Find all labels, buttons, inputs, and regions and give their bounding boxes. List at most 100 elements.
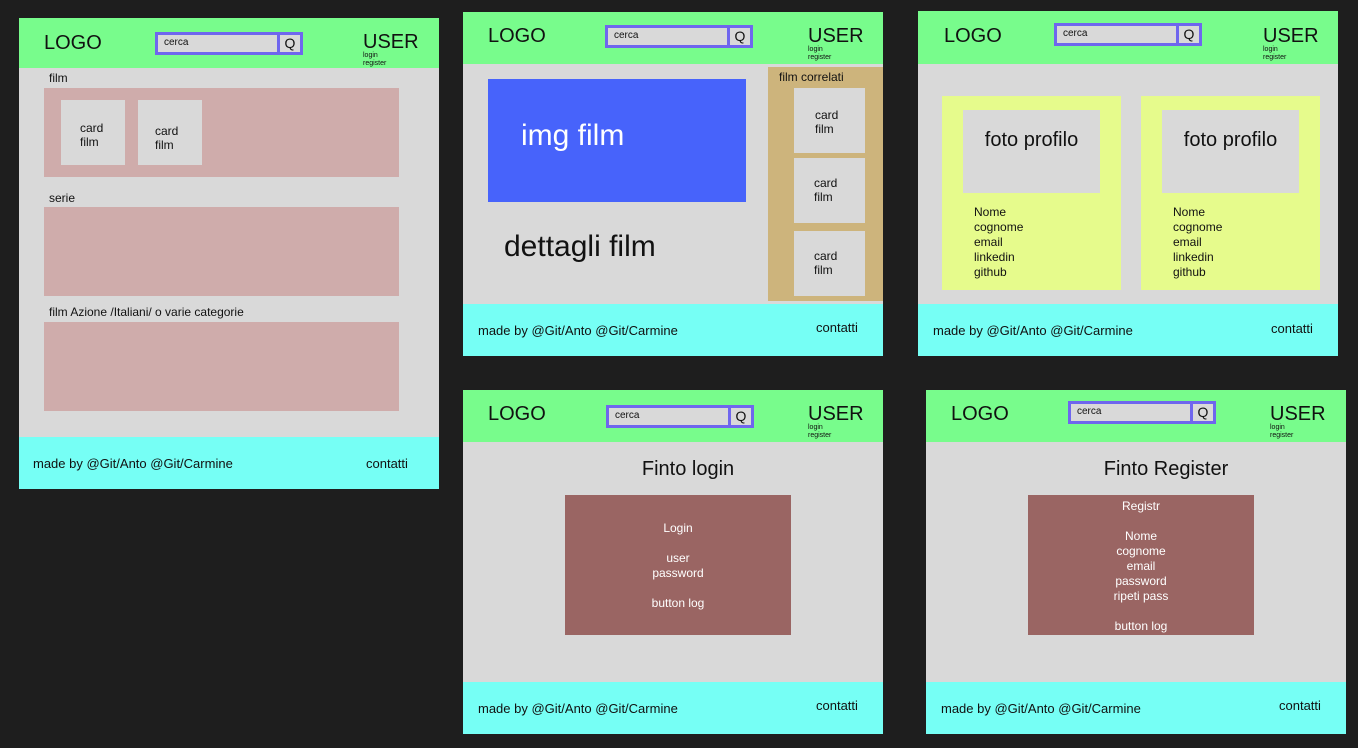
search-input[interactable]: cerca	[609, 408, 731, 425]
search-bar: cerca Q	[606, 405, 754, 428]
search-input[interactable]: cerca	[1057, 26, 1179, 43]
user-label: USER	[363, 31, 419, 53]
categories-row	[44, 322, 399, 411]
search-button[interactable]: Q	[284, 35, 296, 51]
register-link[interactable]: register	[808, 54, 832, 61]
footer: made by @Git/Anto @Git/Carmine contatti	[918, 304, 1338, 356]
search-bar: cerca Q	[605, 25, 753, 48]
logo[interactable]: LOGO	[488, 25, 546, 47]
register-link[interactable]: register	[363, 60, 387, 67]
contacts-link[interactable]: contatti	[816, 698, 858, 713]
register-link[interactable]: register	[1263, 54, 1287, 61]
register-link[interactable]: register	[1270, 432, 1294, 439]
search-button[interactable]: Q	[1197, 404, 1209, 420]
logo[interactable]: LOGO	[488, 403, 546, 425]
related-film-card[interactable]: card film	[794, 88, 865, 153]
profile-photo-label: foto profilo	[984, 129, 1079, 151]
footer: made by @Git/Anto @Git/Carmine contatti	[463, 682, 883, 734]
profile-fields: Nome cognome email linkedin github	[1173, 205, 1222, 280]
header: LOGO cerca Q USER login register	[19, 18, 439, 68]
profile-field: Nome	[1173, 205, 1206, 219]
email-field[interactable]: email	[1126, 559, 1156, 573]
profile-card: foto profilo Nome cognome email linkedin…	[942, 96, 1121, 290]
login-button[interactable]: button log	[651, 596, 705, 610]
film-card[interactable]: card film	[138, 100, 202, 165]
user-field[interactable]: user	[666, 551, 690, 565]
footer-credits: made by @Git/Anto @Git/Carmine	[933, 323, 1133, 338]
user-label: USER	[808, 403, 864, 425]
form-spacer	[565, 581, 791, 596]
header: LOGO cerca Q USER login register	[463, 390, 883, 442]
related-films-title: film correlati	[779, 70, 844, 84]
register-link[interactable]: register	[808, 432, 832, 439]
logo[interactable]: LOGO	[44, 32, 102, 54]
profile-photo-label: foto profilo	[1183, 129, 1278, 151]
profile-field: Nome	[974, 205, 1007, 219]
search-input[interactable]: cerca	[1071, 404, 1193, 421]
footer-credits: made by @Git/Anto @Git/Carmine	[478, 323, 678, 338]
login-link[interactable]: login	[1263, 46, 1278, 53]
contacts-link[interactable]: contatti	[1271, 321, 1313, 336]
profile-field: cognome	[1173, 220, 1223, 234]
user-label: USER	[1270, 403, 1326, 425]
footer-credits: made by @Git/Anto @Git/Carmine	[33, 456, 233, 471]
login-link[interactable]: login	[363, 52, 378, 59]
team-frame: LOGO cerca Q USER login register foto pr…	[918, 11, 1338, 356]
search-button[interactable]: Q	[735, 408, 747, 424]
password-field[interactable]: password	[1115, 574, 1167, 588]
form-spacer	[1028, 514, 1254, 529]
page-title: Finto Register	[1103, 458, 1229, 480]
footer: made by @Git/Anto @Git/Carmine contatti	[926, 682, 1346, 734]
search-input[interactable]: cerca	[608, 28, 730, 45]
profile-field[interactable]: github	[1173, 265, 1206, 279]
search-bar: cerca Q	[1068, 401, 1216, 424]
contacts-link[interactable]: contatti	[816, 320, 858, 335]
header: LOGO cerca Q USER login register	[926, 390, 1346, 442]
contacts-link[interactable]: contatti	[366, 456, 408, 471]
film-card[interactable]: card film	[61, 100, 125, 165]
user-menu[interactable]: USER login register	[1270, 404, 1326, 440]
card-label: film	[80, 135, 99, 149]
profile-field: email	[1173, 235, 1202, 249]
login-link[interactable]: login	[808, 424, 823, 431]
search-button[interactable]: Q	[734, 28, 746, 44]
card-label: card	[814, 249, 838, 263]
register-form: Registr Nome cognome email password ripe…	[1028, 495, 1254, 635]
contacts-link[interactable]: contatti	[1279, 698, 1321, 713]
card-label: film	[814, 190, 833, 204]
related-film-card[interactable]: card film	[794, 231, 865, 296]
form-spacer	[565, 536, 791, 551]
related-films-panel: film correlati card film card film card …	[768, 67, 883, 301]
user-menu[interactable]: USER login register	[808, 404, 864, 440]
related-film-card[interactable]: card film	[794, 158, 865, 223]
login-form: Login user password button log	[565, 495, 791, 635]
user-menu[interactable]: USER login register	[363, 32, 419, 68]
login-frame: LOGO cerca Q USER login register Finto l…	[463, 390, 883, 734]
search-button[interactable]: Q	[1183, 26, 1195, 42]
user-menu[interactable]: USER login register	[1263, 26, 1319, 62]
footer: made by @Git/Anto @Git/Carmine contatti	[19, 437, 439, 489]
card-label: card	[80, 121, 104, 135]
logo[interactable]: LOGO	[951, 403, 1009, 425]
profile-field[interactable]: github	[974, 265, 1007, 279]
home-frame: LOGO cerca Q USER login register film ca…	[19, 18, 439, 489]
surname-field[interactable]: cognome	[1116, 544, 1166, 558]
profile-field: cognome	[974, 220, 1024, 234]
search-input[interactable]: cerca	[158, 35, 280, 52]
header: LOGO cerca Q USER login register	[918, 11, 1338, 64]
profile-field[interactable]: linkedin	[1173, 250, 1214, 264]
repeat-password-field[interactable]: ripeti pass	[1113, 589, 1169, 603]
password-field[interactable]: password	[652, 566, 704, 580]
detail-frame: LOGO cerca Q USER login register img fil…	[463, 12, 883, 356]
name-field[interactable]: Nome	[1124, 529, 1157, 543]
section-label-serie: serie	[49, 191, 76, 205]
film-row: card film card film	[44, 88, 399, 177]
profile-card: foto profilo Nome cognome email linkedin…	[1141, 96, 1320, 290]
login-link[interactable]: login	[808, 46, 823, 53]
logo[interactable]: LOGO	[944, 25, 1002, 47]
user-menu[interactable]: USER login register	[808, 26, 864, 62]
footer: made by @Git/Anto @Git/Carmine contatti	[463, 304, 883, 356]
register-button[interactable]: button log	[1114, 619, 1168, 633]
login-link[interactable]: login	[1270, 424, 1285, 431]
profile-field[interactable]: linkedin	[974, 250, 1015, 264]
